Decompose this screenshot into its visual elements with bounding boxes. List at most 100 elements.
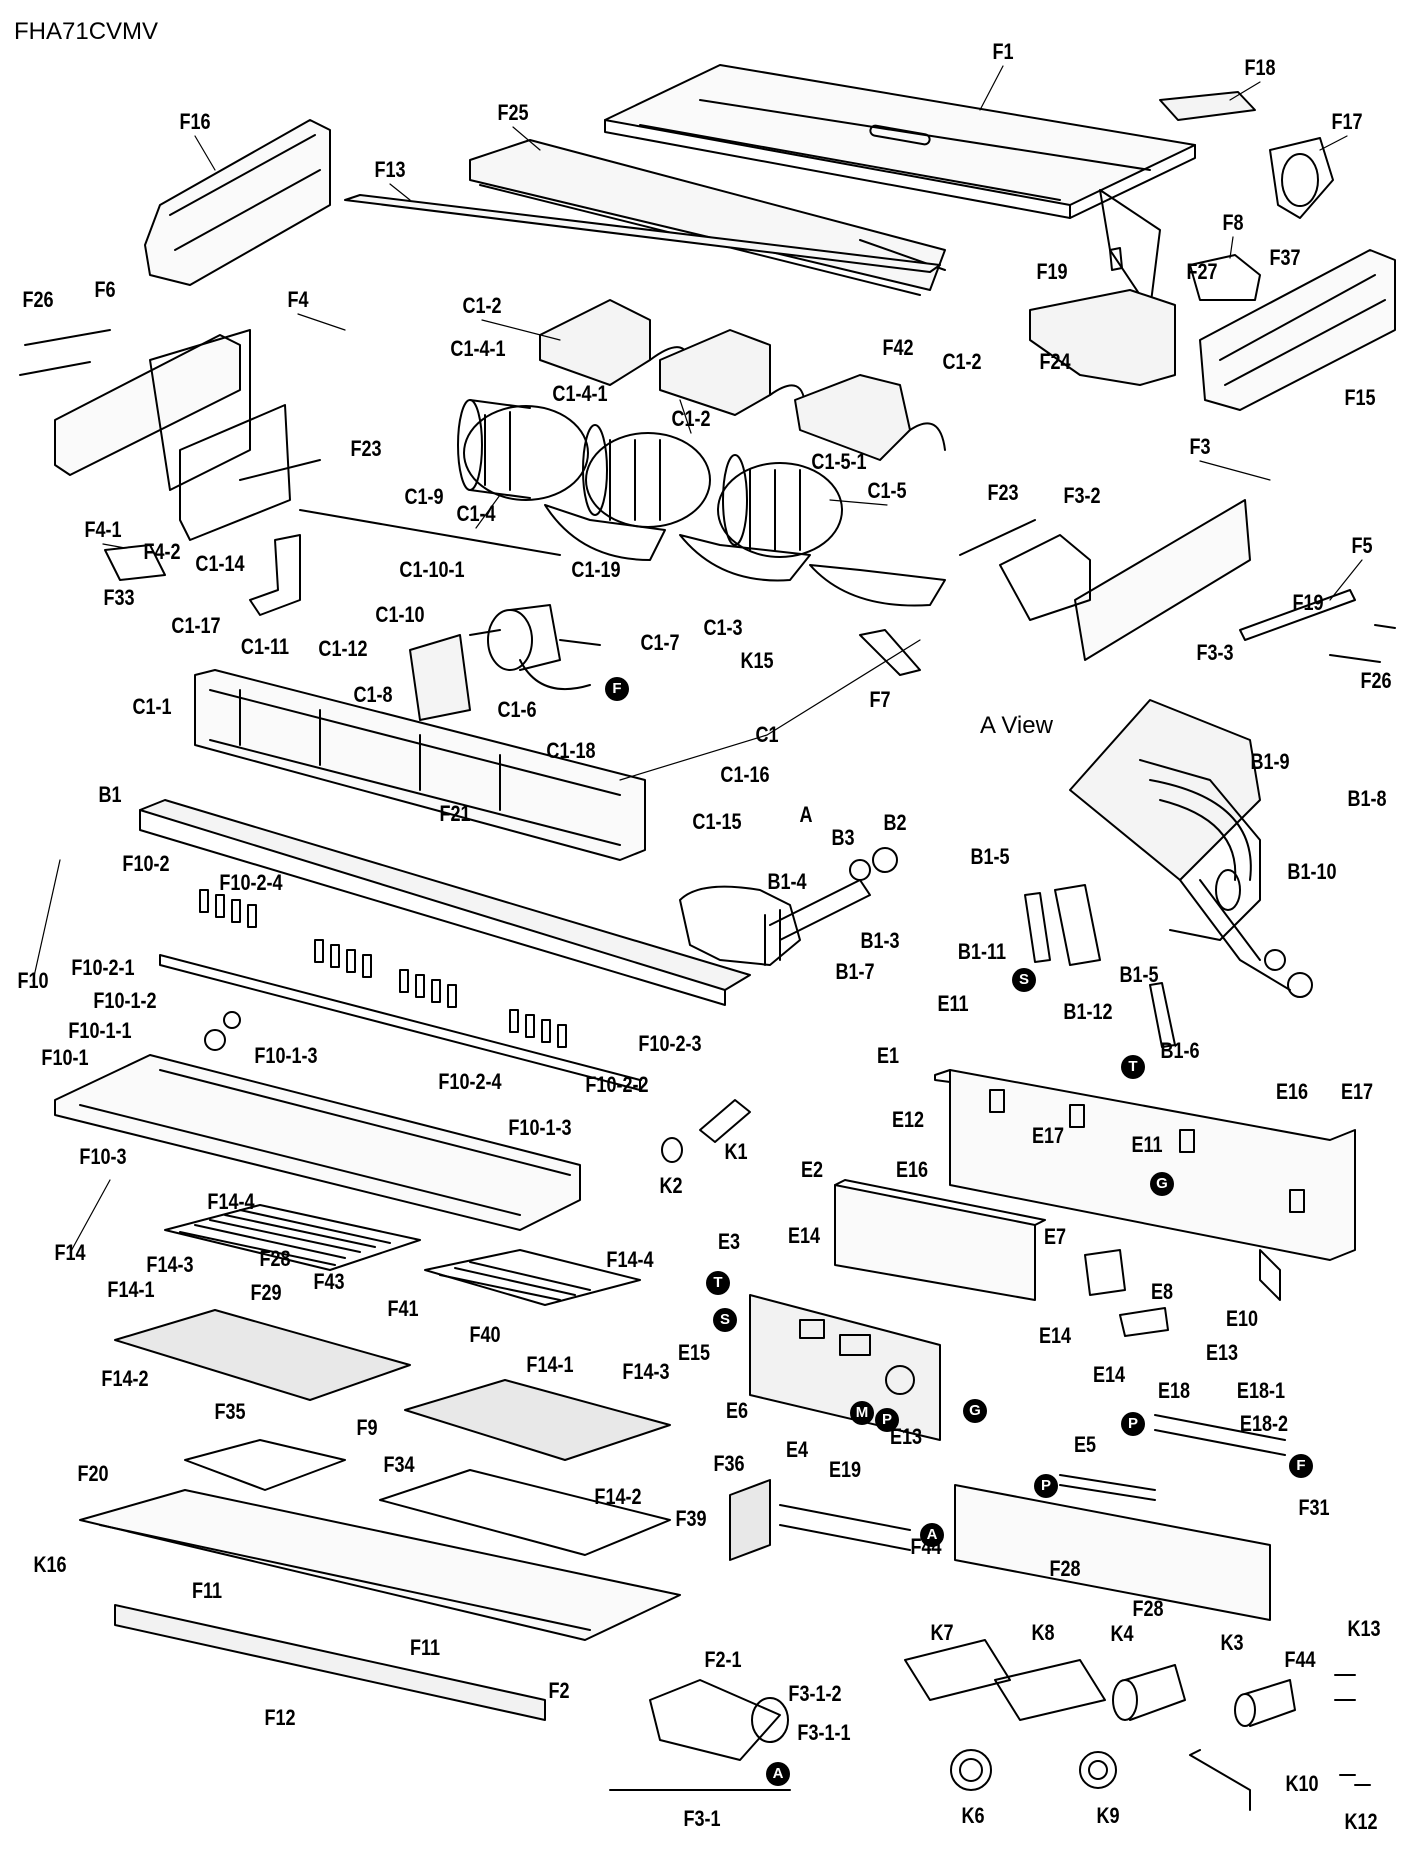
part-label-b1-12: B1-12 xyxy=(1063,999,1113,1024)
part-label-c1-6: C1-6 xyxy=(497,697,537,722)
fan-housings-c1-2 xyxy=(539,299,946,461)
front-frame-f2 xyxy=(79,1489,681,1641)
connector-badge-a-f3: A xyxy=(766,1762,790,1786)
part-label-e4: E4 xyxy=(785,1437,809,1462)
sheet-k8 xyxy=(994,1659,1106,1721)
part-label-f6: F6 xyxy=(94,277,116,302)
part-label-e10: E10 xyxy=(1225,1306,1259,1331)
part-label-f23b: F23 xyxy=(987,480,1019,505)
part-label-f4-1: F4-1 xyxy=(84,517,122,542)
frame-f34 xyxy=(379,1469,671,1556)
a-view-label: A View xyxy=(980,712,1053,739)
part-label-e16a: E16 xyxy=(1275,1079,1309,1104)
part-label-e18-2: E18-2 xyxy=(1239,1411,1289,1436)
part-label-f3-2: F3-2 xyxy=(1063,483,1101,508)
screws-f26 xyxy=(19,329,111,376)
terminal-e8 xyxy=(1119,1307,1169,1337)
screws-k12 xyxy=(1339,1774,1371,1786)
part-label-e18-1: E18-1 xyxy=(1236,1378,1286,1403)
part-label-f10-1-1: F10-1-1 xyxy=(68,1018,132,1043)
part-label-b1-10: B1-10 xyxy=(1287,859,1337,884)
part-label-f40: F40 xyxy=(469,1322,501,1347)
swing-motor-f3-1 xyxy=(609,1679,791,1791)
part-label-f14-2b: F14-2 xyxy=(594,1484,642,1509)
insulation-k1 xyxy=(699,1099,751,1143)
clip-row-f10-2 xyxy=(159,889,641,1091)
part-label-c1-2a: C1-2 xyxy=(462,293,502,318)
bracket-f3 xyxy=(999,499,1251,661)
part-label-c1-18: C1-18 xyxy=(546,738,596,763)
part-label-f13: F13 xyxy=(374,157,406,182)
part-label-f29: F29 xyxy=(250,1280,282,1305)
connector-badge-f-fan: F xyxy=(605,677,629,701)
connector-badge-a-e19: A xyxy=(920,1523,944,1547)
part-label-f26a: F26 xyxy=(22,287,54,312)
fan-wheels xyxy=(457,399,843,558)
part-label-b1-7: B1-7 xyxy=(835,959,875,984)
part-label-e19: E19 xyxy=(828,1457,862,1482)
terminals-k13 xyxy=(1334,1674,1356,1701)
part-label-f3-3: F3-3 xyxy=(1196,640,1234,665)
part-f33 xyxy=(104,544,166,581)
connector-badge-m-e3: M xyxy=(850,1401,874,1425)
part-label-k1: K1 xyxy=(724,1139,748,1164)
part-label-f14-1a: F14-1 xyxy=(107,1277,155,1302)
connector-badge-g-e1: G xyxy=(1150,1172,1174,1196)
part-label-f10-1-2: F10-1-2 xyxy=(93,988,157,1013)
flap-f12 xyxy=(114,1604,546,1721)
connector-badge-f-e18: F xyxy=(1289,1454,1313,1478)
part-label-f11a: F11 xyxy=(191,1578,223,1603)
part-label-f27: F27 xyxy=(1186,259,1218,284)
part-label-e11b: E11 xyxy=(1131,1132,1163,1157)
part-label-b1-5a: B1-5 xyxy=(970,844,1010,869)
side-cover-f16 xyxy=(144,119,331,286)
part-label-f31: F31 xyxy=(1298,1495,1330,1520)
connector-badge-p-e3: P xyxy=(875,1408,899,1432)
part-label-f14-3a: F14-3 xyxy=(146,1252,194,1277)
part-label-c1-10: C1-10 xyxy=(375,602,425,627)
part-label-f19a: F19 xyxy=(1036,259,1068,284)
panel-f31 xyxy=(954,1484,1271,1621)
part-label-f39: F39 xyxy=(675,1506,707,1531)
part-label-f10-2-2: F10-2-2 xyxy=(585,1072,649,1097)
part-label-k12: K12 xyxy=(1344,1809,1378,1834)
bracket-f8 xyxy=(1189,254,1261,301)
box-f24 xyxy=(1029,289,1176,386)
part-label-f20: F20 xyxy=(77,1461,109,1486)
connector-badge-s-b1: S xyxy=(1012,968,1036,992)
gasket-f17 xyxy=(1269,137,1334,219)
part-label-e2: E2 xyxy=(800,1157,824,1182)
part-label-c1-4-1a: C1-4-1 xyxy=(450,336,506,361)
part-label-f28a: F28 xyxy=(259,1246,291,1271)
part-label-f4-2: F4-2 xyxy=(143,539,181,564)
rail-f5 xyxy=(1239,589,1356,641)
part-label-f4: F4 xyxy=(287,287,309,312)
part-label-f36: F36 xyxy=(713,1451,745,1476)
connector-badge-t-e3: T xyxy=(706,1271,730,1295)
part-label-f33: F33 xyxy=(103,585,135,610)
part-label-f5: F5 xyxy=(1351,533,1373,558)
part-label-f7: F7 xyxy=(869,687,891,712)
part-label-c1-8: C1-8 xyxy=(353,682,393,707)
part-label-c1-12: C1-12 xyxy=(318,636,368,661)
part-label-k6: K6 xyxy=(961,1803,985,1828)
part-label-c1-5-1: C1-5-1 xyxy=(811,449,867,474)
piping-b1 xyxy=(679,847,898,966)
leader-lines xyxy=(32,65,1363,1254)
part-label-f42: F42 xyxy=(882,335,914,360)
part-label-c1-15: C1-15 xyxy=(692,809,742,834)
model-number: FHA71CVMV xyxy=(14,18,159,45)
part-label-f44b: F44 xyxy=(1284,1647,1316,1672)
part-label-f14: F14 xyxy=(54,1240,86,1265)
part-label-c1-11: C1-11 xyxy=(240,634,290,659)
part-label-f43: F43 xyxy=(313,1269,345,1294)
harness-e19 xyxy=(779,1504,911,1551)
part-label-f34: F34 xyxy=(383,1452,415,1477)
connector-badge-g-e13: G xyxy=(963,1399,987,1423)
bracket-c1-14 xyxy=(249,534,301,616)
part-label-e1: E1 xyxy=(876,1043,900,1068)
connector-badge-t-b1: T xyxy=(1121,1055,1145,1079)
part-label-b2: B2 xyxy=(883,810,907,835)
tube-b1-12 xyxy=(1054,884,1101,966)
